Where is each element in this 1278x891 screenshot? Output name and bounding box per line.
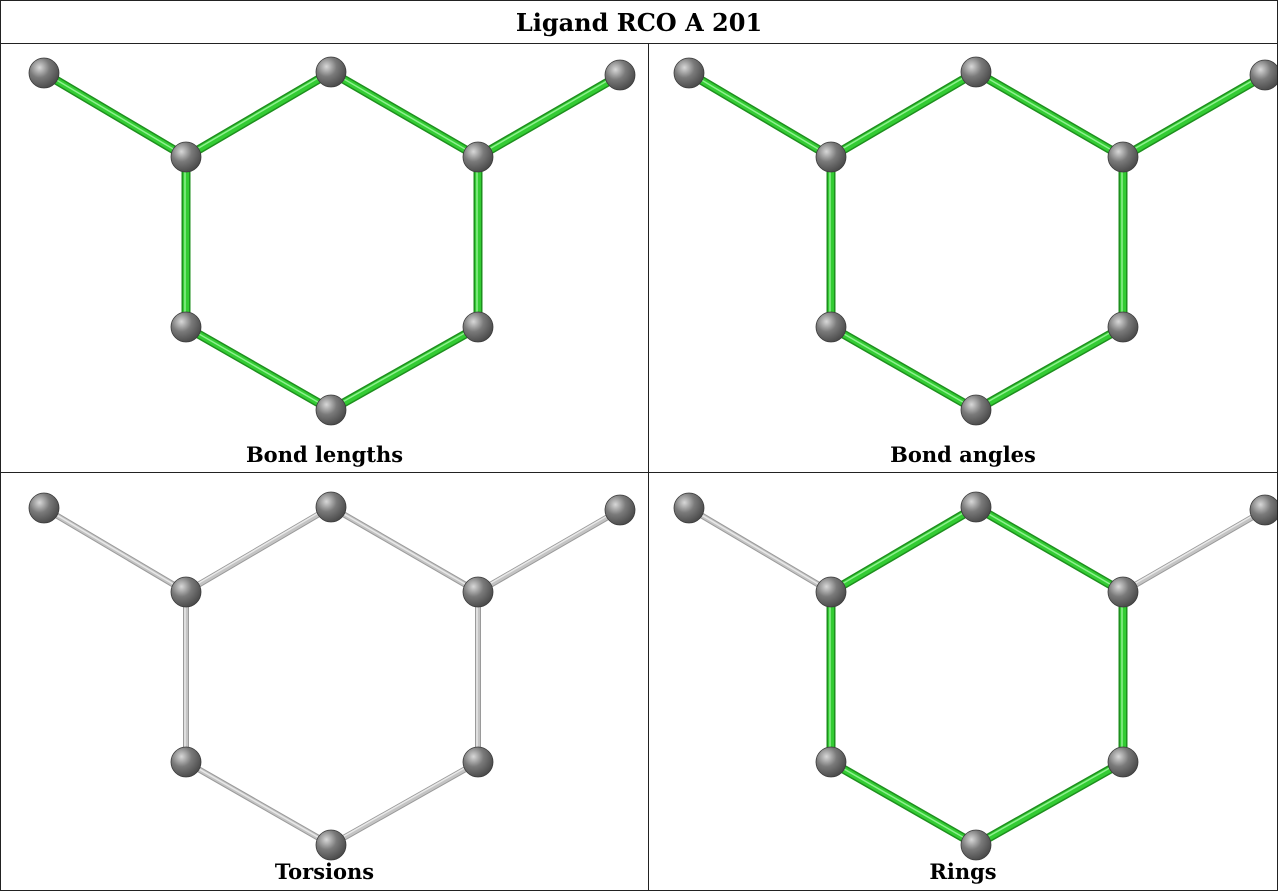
atom-3 [1107, 141, 1139, 173]
bond-2 [328, 504, 481, 595]
atom-0 [673, 57, 705, 89]
bond-3 [475, 507, 623, 595]
atom-1 [170, 576, 202, 608]
atom-6 [960, 394, 992, 426]
figure-title: Ligand RCO A 201 [1, 1, 1277, 44]
bond-3 [1120, 507, 1268, 595]
atom-5 [815, 311, 847, 343]
bond-5 [183, 759, 334, 848]
atom-6 [960, 829, 992, 861]
panel-bond-angles: Bond angles [649, 44, 1277, 473]
highlighted-bond-6 [971, 757, 1128, 850]
atom-0 [28, 492, 60, 524]
highlighted-bond-7 [1118, 587, 1128, 767]
atom-2 [960, 56, 992, 88]
atom-1 [815, 576, 847, 608]
molecule-view-bond-angles [673, 56, 1277, 426]
atom-5 [815, 746, 847, 778]
atom-7 [1107, 746, 1139, 778]
atom-2 [315, 56, 347, 88]
highlighted-bond-3 [473, 70, 625, 162]
highlighted-bond-6 [326, 322, 483, 415]
atom-0 [673, 492, 705, 524]
highlighted-bond-2 [971, 502, 1128, 597]
atom-5 [170, 746, 202, 778]
highlighted-bond-7 [1118, 152, 1128, 332]
bond-6 [328, 759, 481, 848]
bond-1 [183, 504, 334, 595]
atom-2 [960, 491, 992, 523]
highlighted-bond-1 [181, 67, 336, 162]
atom-7 [462, 746, 494, 778]
panel-torsions: Torsions [1, 473, 649, 890]
highlighted-bond-0 [684, 68, 836, 162]
highlighted-bond-6 [971, 322, 1128, 415]
panel-caption-rings: Rings [929, 859, 997, 884]
highlighted-bond-1 [826, 67, 981, 162]
bond-0 [686, 505, 834, 595]
highlighted-bond-5 [826, 757, 981, 850]
highlighted-bond-5 [826, 322, 981, 415]
atom-3 [462, 576, 494, 608]
panel-caption-bond-lengths: Bond lengths [245, 442, 404, 467]
highlighted-bond-2 [971, 67, 1128, 162]
panel-bond-lengths: Bond lengths [1, 44, 649, 473]
bond-0 [41, 505, 189, 595]
atom-7 [1107, 311, 1139, 343]
highlighted-bond-4 [181, 152, 191, 332]
atom-0 [28, 57, 60, 89]
atom-3 [1107, 576, 1139, 608]
panel-rings: Rings [649, 473, 1277, 890]
atom-7 [462, 311, 494, 343]
molecule-view-torsions [28, 491, 636, 861]
highlighted-bond-2 [326, 67, 483, 162]
atom-6 [315, 829, 347, 861]
atom-4 [604, 494, 636, 526]
highlighted-bond-3 [1118, 70, 1270, 162]
molecule-view-rings [673, 491, 1277, 861]
atom-1 [170, 141, 202, 173]
atom-2 [315, 491, 347, 523]
atom-4 [1249, 59, 1277, 91]
atom-1 [815, 141, 847, 173]
highlighted-bond-1 [826, 502, 981, 597]
highlighted-bond-5 [181, 322, 336, 415]
highlighted-bond-0 [39, 68, 191, 162]
highlighted-bond-4 [826, 587, 836, 767]
panel-caption-bond-angles: Bond angles [890, 442, 1036, 467]
highlighted-bond-7 [473, 152, 483, 332]
bond-7 [475, 589, 481, 765]
atom-3 [462, 141, 494, 173]
highlighted-bond-4 [826, 152, 836, 332]
atom-4 [1249, 494, 1277, 526]
atom-6 [315, 394, 347, 426]
molecule-view-bond-lengths [28, 56, 636, 426]
bond-4 [183, 589, 189, 765]
panel-caption-torsions: Torsions [274, 859, 375, 884]
atom-5 [170, 311, 202, 343]
atom-4 [604, 59, 636, 91]
